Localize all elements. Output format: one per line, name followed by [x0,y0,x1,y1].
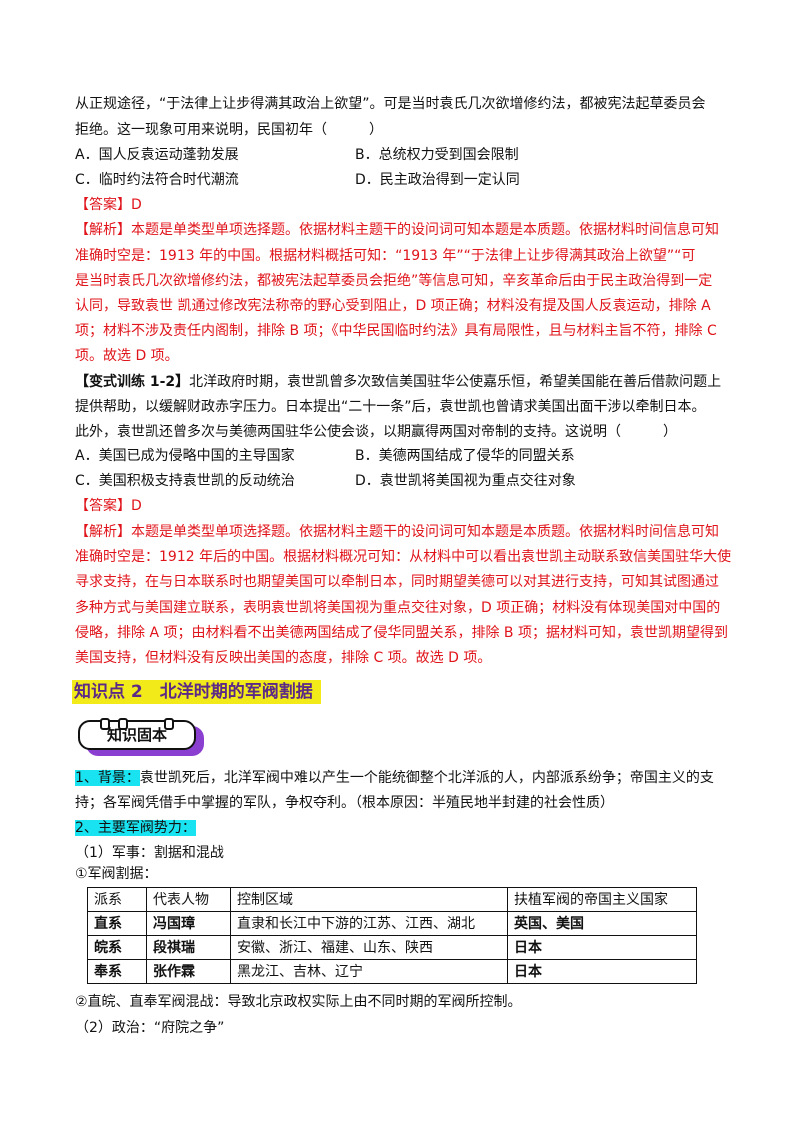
background-label: 1、背景： [75,770,140,786]
table-cell: 奉系 [87,959,147,984]
table-row: 奉系 张作霖 黑龙江、吉林、辽宁 日本 [87,959,697,984]
table-cell: 黑龙江、吉林、辽宁 [230,959,508,984]
q2-analysis-line-2: 准确时空是：1912 年后的中国。根据材料概况可知：从材料中可以看出袁世凯主动联… [75,549,732,565]
q2-option-c: C．美国积极支持袁世凯的反动统治 [75,473,295,489]
background-line-2: 持；各军阀凭借手中掌握的军队，争权夺利。（根本原因：半殖民地半封建的社会性质） [75,795,614,811]
table-cell: 安徽、浙江、福建、山东、陕西 [230,935,508,960]
knowledge-badge: 知识固本 [78,718,206,758]
q2-stem-text: 北洋政府时期，袁世凯曾多次致信美国驻华公使嘉乐恒，希望美国能在善后借款问题上 [189,374,722,390]
table-cell: 直隶和长江中下游的江苏、江西、湖北 [230,911,508,936]
q1-analysis-line-5: 项；材料不涉及责任内阁制，排除 B 项；《中华民国临时约法》具有局限性，且与材料… [75,323,717,339]
q2-analysis-line-5: 侵略，排除 A 项；由材料看不出美德两国结成了侵华同盟关系，排除 B 项；据材料… [75,625,728,641]
table-header-cell: 代表人物 [146,887,231,912]
warlords-table: 派系 代表人物 控制区域 扶植军阀的帝国主义国家 直系 冯国璋 直隶和长江中下游… [87,887,697,984]
table-cell: 英国、美国 [507,911,697,936]
q2-analysis-line-1: 【解析】本题是单类型单项选择题。依据材料主题干的设问词可知本题是本质题。依据材料… [75,522,719,542]
table-cell: 段祺瑞 [146,935,231,960]
background-line-1: 1、背景：袁世凯死后，北洋军阀中难以产生一个能统御整个北洋派的人，内部派系纷争；… [75,768,714,788]
table-row: 皖系 段祺瑞 安徽、浙江、福建、山东、陕西 日本 [87,935,697,960]
section-heading: 知识点 2 北洋时期的军阀割据 [72,680,321,704]
q1-analysis-line-1: 【解析】本题是单类型单项选择题。依据材料主题干的设问词可知本题是本质题。依据材料… [75,220,719,240]
q1-stem-line-2: 拒绝。这一现象可用来说明，民国初年（ ） [75,122,383,138]
q1-analysis-line-3: 是当时袁氏几次欲增修约法，都被宪法起草委员会拒绝”等信息可知，辛亥革命后由于民主… [75,273,713,289]
main-warlords-line: 2、主要军阀势力： [75,818,196,838]
background-text: 袁世凯死后，北洋军阀中难以产生一个能统御整个北洋派的人，内部派系纷争；帝国主义的… [139,770,714,786]
table-cell: 直系 [87,911,147,936]
q2-analysis-tag: 【解析】 [75,524,131,540]
q1-option-b: B．总统权力受到国会限制 [355,147,519,163]
q2-option-a: A．美国已成为侵略中国的主导国家 [75,448,295,464]
q1-analysis-tag: 【解析】 [75,222,131,238]
q1-option-d: D．民主政治得到一定认同 [355,172,520,188]
q1-analysis-line-6: 项。故选 D 项。 [75,348,179,364]
q1-option-c: C．临时约法符合时代潮流 [75,172,239,188]
table-header-cell: 派系 [87,887,147,912]
q2-analysis-line-3: 寻求支持，在与日本联系时也期望美国可以牵制日本，同时期望美德可以对其进行支持，可… [75,574,719,590]
q1-stem-line-1: 从正规途径，“于法律上让步得满其政治上欲望”。可是当时袁氏几次欲增修约法，都被宪… [75,96,706,112]
q2-stem-line-1: 【变式训练 1-2】北洋政府时期，袁世凯曾多次致信美国驻华公使嘉乐恒，希望美国能… [75,372,721,392]
main-warlords-label: 2、主要军阀势力： [75,820,196,836]
q2-stem-line-2: 提供帮助，以缓解财政赤字压力。日本提出“二十一条”后，袁世凯也曾请求美国出面干涉… [75,399,706,415]
q1-option-a: A．国人反袁运动蓬勃发展 [75,147,239,163]
q2-analysis-line-6: 美国支持，但材料没有反映出美国的态度，排除 C 项。故选 D 项。 [75,650,492,666]
warlord-division-line: ①军阀割据： [75,866,158,882]
q2-option-b: B．美德两国结成了侵华的同盟关系 [355,448,575,464]
table-cell: 日本 [507,935,697,960]
q2-analysis-text: 本题是单类型单项选择题。依据材料主题干的设问词可知本题是本质题。依据材料时间信息… [131,524,719,540]
badge-label: 知识固本 [78,720,196,750]
q2-stem-line-3: 此外，袁世凯还曾多次与美德两国驻华公使会谈，以期赢得两国对帝制的支持。这说明（ … [75,424,677,440]
q2-answer: 【答案】D [75,498,142,514]
q2-option-d: D．袁世凯将美国视为重点交往对象 [355,473,576,489]
table-header-cell: 扶植军阀的帝国主义国家 [507,887,697,912]
q2-analysis-line-4: 多种方式与美国建立联系，表明袁世凯将美国视为重点交往对象，D 项正确；材料没有体… [75,600,721,616]
q2-tag: 【变式训练 1-2】 [75,374,190,390]
binder-ring-icon [100,718,110,730]
table-cell: 日本 [507,959,697,984]
binder-ring-icon [164,718,174,730]
q1-analysis-line-2: 准确时空是：1913 年的中国。根据材料概括可知：“1913 年”“于法律上让步… [75,248,696,264]
table-row: 直系 冯国璋 直隶和长江中下游的江苏、江西、湖北 英国、美国 [87,911,697,936]
table-header-row: 派系 代表人物 控制区域 扶植军阀的帝国主义国家 [87,887,697,912]
military-line: （1）军事：割据和混战 [75,845,224,861]
table-cell: 冯国璋 [146,911,231,936]
warlord-wars-line: ②直皖、直奉军阀混战：导致北京政权实际上由不同时期的军阀所控制。 [75,994,522,1010]
q1-analysis-line-4: 认同，导致袁世 凯通过修改宪法称帝的野心受到阻止，D 项正确；材料没有提及国人反… [75,298,711,314]
politics-line: （2）政治：“府院之争” [75,1020,225,1036]
q1-answer: 【答案】D [75,197,142,213]
table-cell: 张作霖 [146,959,231,984]
q1-analysis-text: 本题是单类型单项选择题。依据材料主题干的设问词可知本题是本质题。依据材料时间信息… [131,222,719,238]
table-header-cell: 控制区域 [230,887,508,912]
binder-ring-icon [118,718,128,730]
table-cell: 皖系 [87,935,147,960]
